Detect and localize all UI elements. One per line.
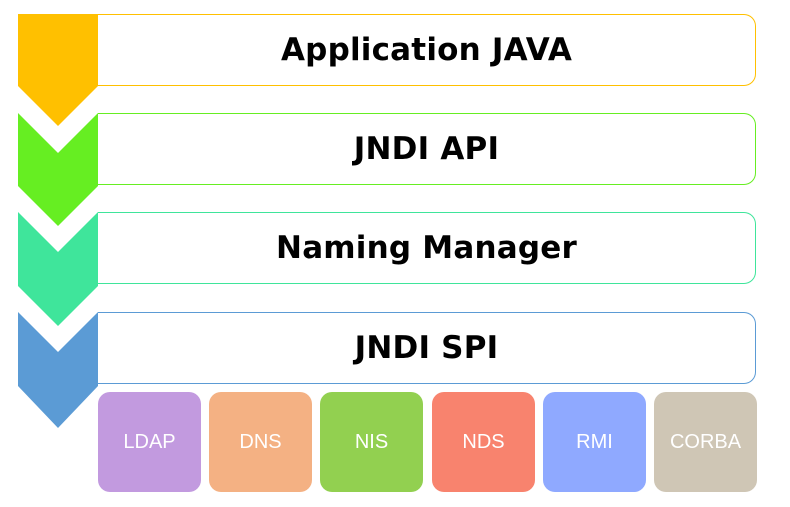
layer-label: JNDI SPI xyxy=(354,330,499,366)
layer-naming-manager: Naming Manager xyxy=(98,212,756,284)
layer-label: JNDI API xyxy=(353,131,500,167)
chevron-naming-manager xyxy=(18,212,98,326)
provider-nds: NDS xyxy=(432,392,535,492)
layer-jndi-api: JNDI API xyxy=(98,113,756,185)
layer-label: Application JAVA xyxy=(280,32,573,68)
provider-dns: DNS xyxy=(209,392,312,492)
layer-application-java: Application JAVA xyxy=(98,14,756,86)
chevron-application-java xyxy=(18,14,98,126)
provider-label: LDAP xyxy=(123,430,176,453)
provider-rmi: RMI xyxy=(543,392,646,492)
provider-corba: CORBA xyxy=(654,392,757,492)
provider-label: DNS xyxy=(239,430,282,453)
provider-label: RMI xyxy=(576,430,613,453)
provider-label: NDS xyxy=(462,430,505,453)
layer-chevrons xyxy=(18,14,98,428)
chevron-jndi-api xyxy=(18,113,98,226)
chevron-jndi-spi xyxy=(18,312,98,428)
provider-nis: NIS xyxy=(320,392,423,492)
layer-label: Naming Manager xyxy=(276,230,577,266)
provider-ldap: LDAP xyxy=(98,392,201,492)
layer-jndi-spi: JNDI SPI xyxy=(98,312,756,384)
provider-label: NIS xyxy=(354,430,389,453)
provider-label: CORBA xyxy=(669,430,742,453)
